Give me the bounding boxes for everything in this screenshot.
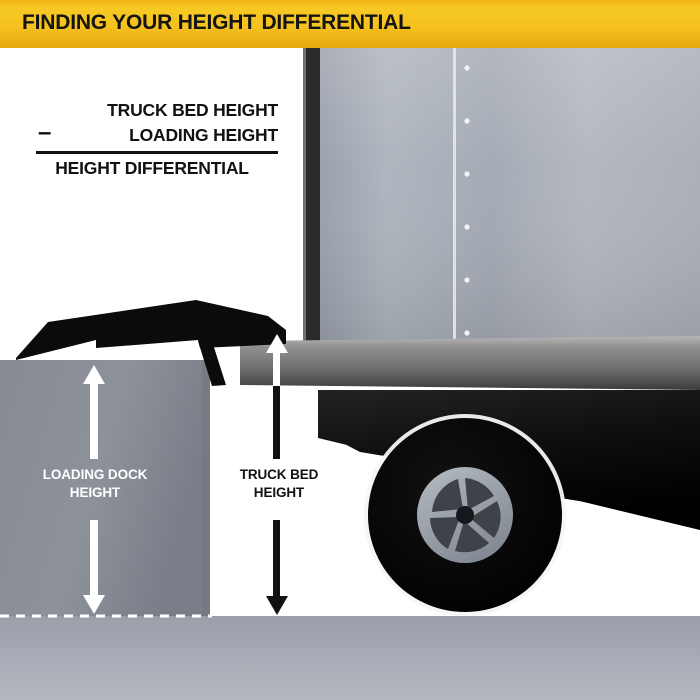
page-title: FINDING YOUR HEIGHT DIFFERENTIAL [22,11,411,34]
truck-bed-height-arrow [266,334,288,615]
equation-term-loading-height: LOADING HEIGHT [129,124,278,145]
truck-rivets [464,65,470,336]
ramp-support-leg [198,341,226,386]
truck-body-seam [453,48,456,348]
height-differential-equation: – TRUCK BED HEIGHT LOADING HEIGHT HEIGHT… [28,98,278,179]
equation-minus-sign: – [38,119,52,146]
dock-height-arrow [83,365,105,614]
ground [0,614,700,700]
loading-dock-height-label: LOADING DOCK HEIGHT [42,467,148,500]
equation-result-height-differential: HEIGHT DIFFERENTIAL [55,157,249,178]
equation-divider [36,150,278,154]
truck-bed-rail [240,336,700,390]
dock-ramp [16,300,286,386]
truck-body [303,48,700,348]
truck-bed-height-label: TRUCK BED HEIGHT [239,467,319,500]
title-bar: FINDING YOUR HEIGHT DIFFERENTIAL [0,0,700,48]
loading-dock-block [0,360,210,616]
truck-wheel [364,414,566,616]
wheel-hub [456,506,474,524]
truck-body-dark-edge [305,48,320,348]
wheel-rim [417,467,513,563]
truck-body-edge-highlight [303,48,306,348]
equation-term-truck-bed-height: TRUCK BED HEIGHT [107,100,278,120]
